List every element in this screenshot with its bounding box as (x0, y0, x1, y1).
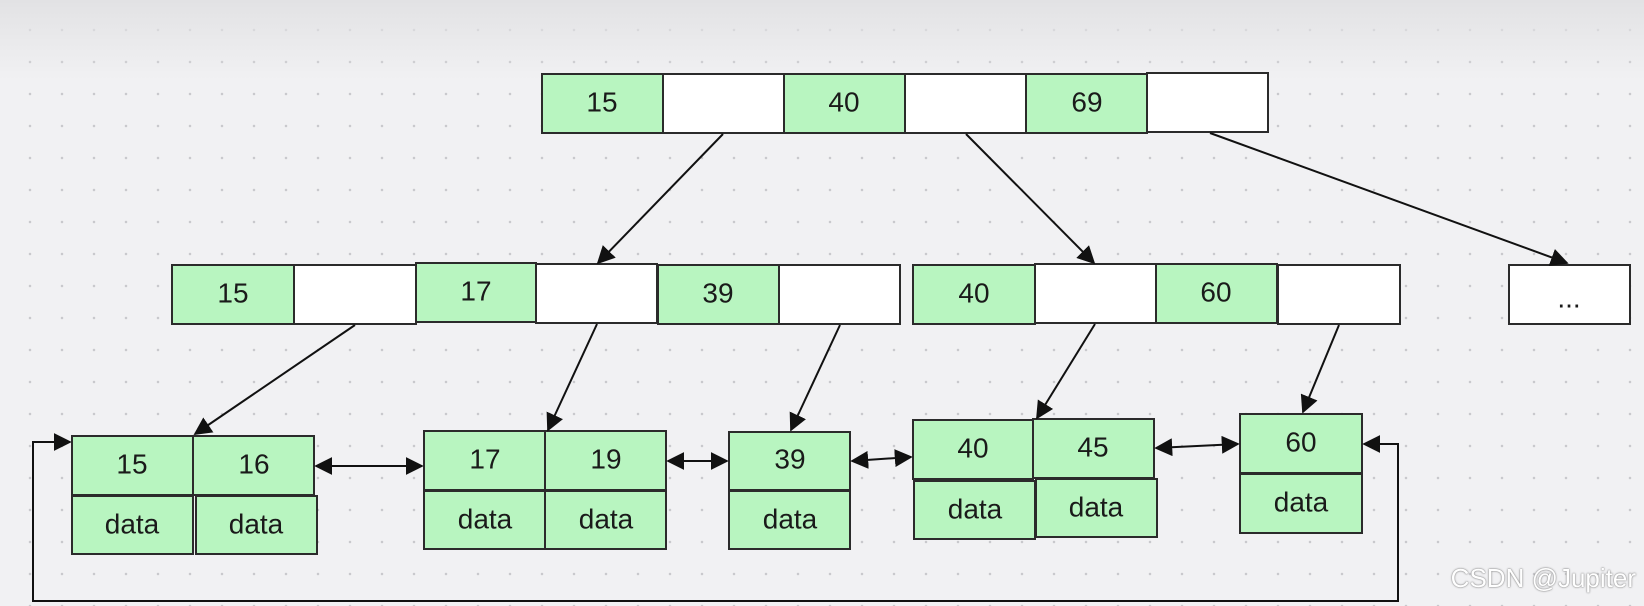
leaf-node-3: 39 data (728, 431, 851, 550)
root-pointer-cell-3 (1146, 72, 1269, 133)
leaf-4-data-cell-1 (913, 480, 1036, 540)
internal-b-pointer-cell-2 (1277, 264, 1401, 325)
leaf-1-key-2: 16 (238, 448, 269, 479)
pointer-root-to-internal-b (965, 133, 1096, 265)
root-key-cell-3 (1025, 73, 1148, 134)
watermark: CSDN @Jupiter (1450, 563, 1636, 593)
leaf-link-4-5 (1154, 435, 1240, 457)
leaf-4-data-cell-2 (1035, 478, 1158, 538)
leaf-1-key-1: 15 (116, 448, 147, 479)
root-pointer-cell-1 (662, 73, 785, 134)
internal-a-key-1: 15 (217, 277, 248, 308)
pointer-internal-b-to-leaf-4 (1036, 323, 1096, 420)
leaf-3-data-cell-1 (728, 490, 851, 550)
root-key-3: 69 (1071, 86, 1102, 117)
leaf-2-key-1: 17 (469, 443, 500, 474)
leaf-1-data-2: data (229, 508, 284, 539)
leaf-2-key-2: 19 (590, 443, 621, 474)
pointer-internal-b-to-leaf-5 (1300, 324, 1340, 414)
root-pointer-cell-2 (904, 73, 1027, 134)
leaf-5-data-1: data (1274, 486, 1329, 517)
leaf-4-key-2: 45 (1077, 431, 1108, 462)
internal-a-key-cell-2 (415, 262, 537, 323)
leaf-4-key-1: 40 (957, 432, 988, 463)
leaf-4-data-1: data (948, 493, 1003, 524)
leaf-5-key-1: 60 (1285, 426, 1316, 457)
leaf-link-3-4 (850, 449, 913, 469)
internal-a-key-3: 39 (702, 277, 733, 308)
internal-b-key-2: 60 (1200, 276, 1231, 307)
root-key-cell-2 (783, 73, 906, 134)
leaf-node-1: 15 16 data data (71, 435, 318, 555)
internal-b-key-1: 40 (958, 277, 989, 308)
leaf-2-data-1: data (458, 503, 513, 534)
internal-a-pointer-cell-3 (778, 264, 901, 325)
leaf-2-data-cell-1 (423, 490, 546, 550)
internal-node-b: 40 60 (912, 263, 1401, 325)
leaf-node-2: 17 19 data data (423, 430, 667, 550)
root-key-cell-1 (541, 73, 664, 134)
pointer-root-to-internal-a (596, 133, 724, 265)
internal-node-ellipsis: ... (1508, 264, 1631, 325)
leaf-1-data-cell-2 (195, 495, 318, 555)
leaf-circular-link (32, 433, 1399, 602)
leaf-5-data-cell-1 (1239, 473, 1363, 534)
ellipsis-cell (1508, 264, 1631, 325)
pointer-internal-a-to-leaf-2 (546, 323, 598, 432)
internal-a-key-2: 17 (460, 275, 491, 306)
leaf-2-data-cell-2 (544, 490, 667, 550)
internal-a-key-cell-3 (657, 264, 780, 325)
pointer-internal-a-to-leaf-1 (193, 324, 356, 436)
leaf-2-data-2: data (579, 503, 634, 534)
root-key-1: 15 (586, 86, 617, 117)
leaf-1-data-cell-1 (71, 495, 194, 555)
leaf-node-4: 40 45 data data (912, 418, 1158, 540)
internal-b-pointer-cell-1 (1034, 263, 1157, 324)
internal-b-key-cell-2 (1155, 263, 1278, 324)
pointer-internal-a-to-leaf-3 (789, 324, 841, 432)
leaf-node-5: 60 data (1239, 413, 1363, 534)
root-key-2: 40 (828, 86, 859, 117)
leaf-1-data-1: data (105, 508, 160, 539)
ellipsis-label: ... (1557, 282, 1580, 313)
leaf-3-key-1: 39 (774, 443, 805, 474)
internal-node-a: 15 17 39 (171, 262, 901, 325)
leaf-4-data-2: data (1069, 491, 1124, 522)
root-node: 15 40 69 (541, 72, 1269, 134)
pointer-root-to-internal-ellipsis (1209, 132, 1569, 266)
internal-a-pointer-cell-2 (535, 263, 658, 324)
leaf-3-data-1: data (763, 503, 818, 534)
internal-a-pointer-cell-1 (293, 264, 417, 325)
internal-a-key-cell-1 (171, 264, 295, 325)
